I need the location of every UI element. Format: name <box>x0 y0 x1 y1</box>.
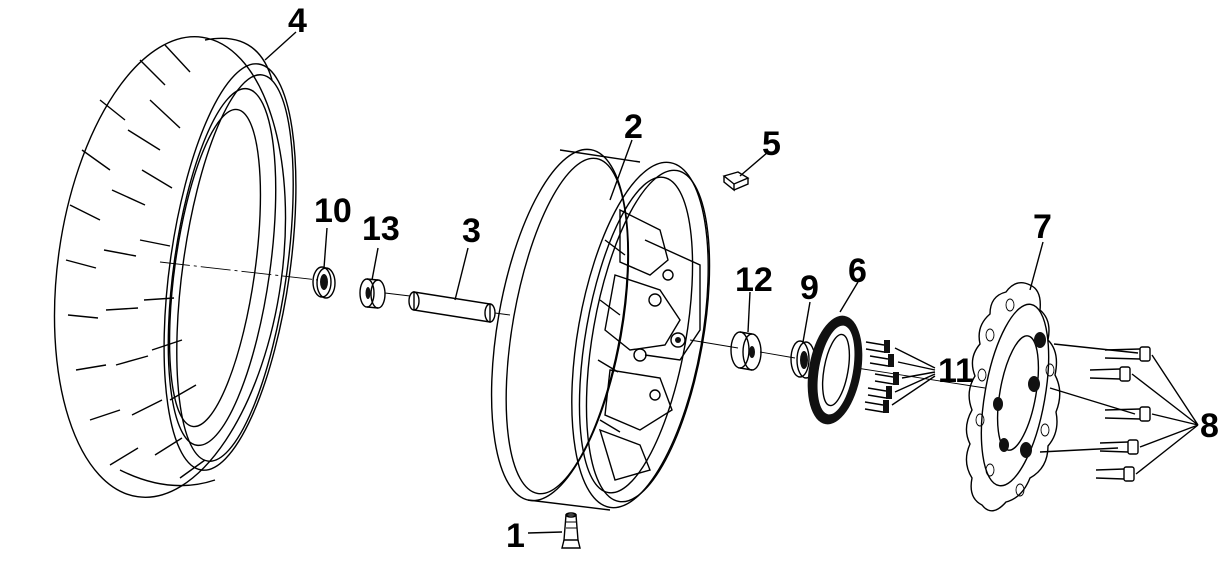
callout-13: 13 <box>362 210 400 248</box>
callout-12: 12 <box>735 261 773 299</box>
sprocket-plate <box>807 315 863 425</box>
wheel-hub <box>597 208 701 481</box>
callout-2: 2 <box>624 108 643 146</box>
collar <box>730 331 762 371</box>
oil-seal-left <box>312 266 336 299</box>
callout-6: 6 <box>848 252 867 290</box>
callout-3: 3 <box>462 212 481 250</box>
axle-spacer <box>408 291 496 323</box>
plate-bolts <box>864 340 899 413</box>
bearing <box>359 278 386 309</box>
callout-1: 1 <box>506 517 525 555</box>
callout-10: 10 <box>314 192 352 230</box>
tire <box>53 36 297 498</box>
callout-8: 8 <box>1200 407 1219 445</box>
leader-lines <box>264 31 1199 534</box>
callout-7: 7 <box>1033 208 1052 246</box>
wheel-rim <box>490 148 711 511</box>
callout-9: 9 <box>800 269 819 307</box>
callout-11: 11 <box>938 352 974 390</box>
callout-labels: 4 2 5 10 13 3 7 6 12 9 11 8 1 <box>288 2 1219 555</box>
balance-weight <box>722 171 750 192</box>
disc-bolts <box>1039 343 1151 482</box>
brake-disc <box>965 282 1061 512</box>
valve-stem <box>561 512 581 549</box>
callout-5: 5 <box>762 125 781 163</box>
callout-4: 4 <box>288 2 307 40</box>
tire-tread-grooves <box>65 44 206 479</box>
